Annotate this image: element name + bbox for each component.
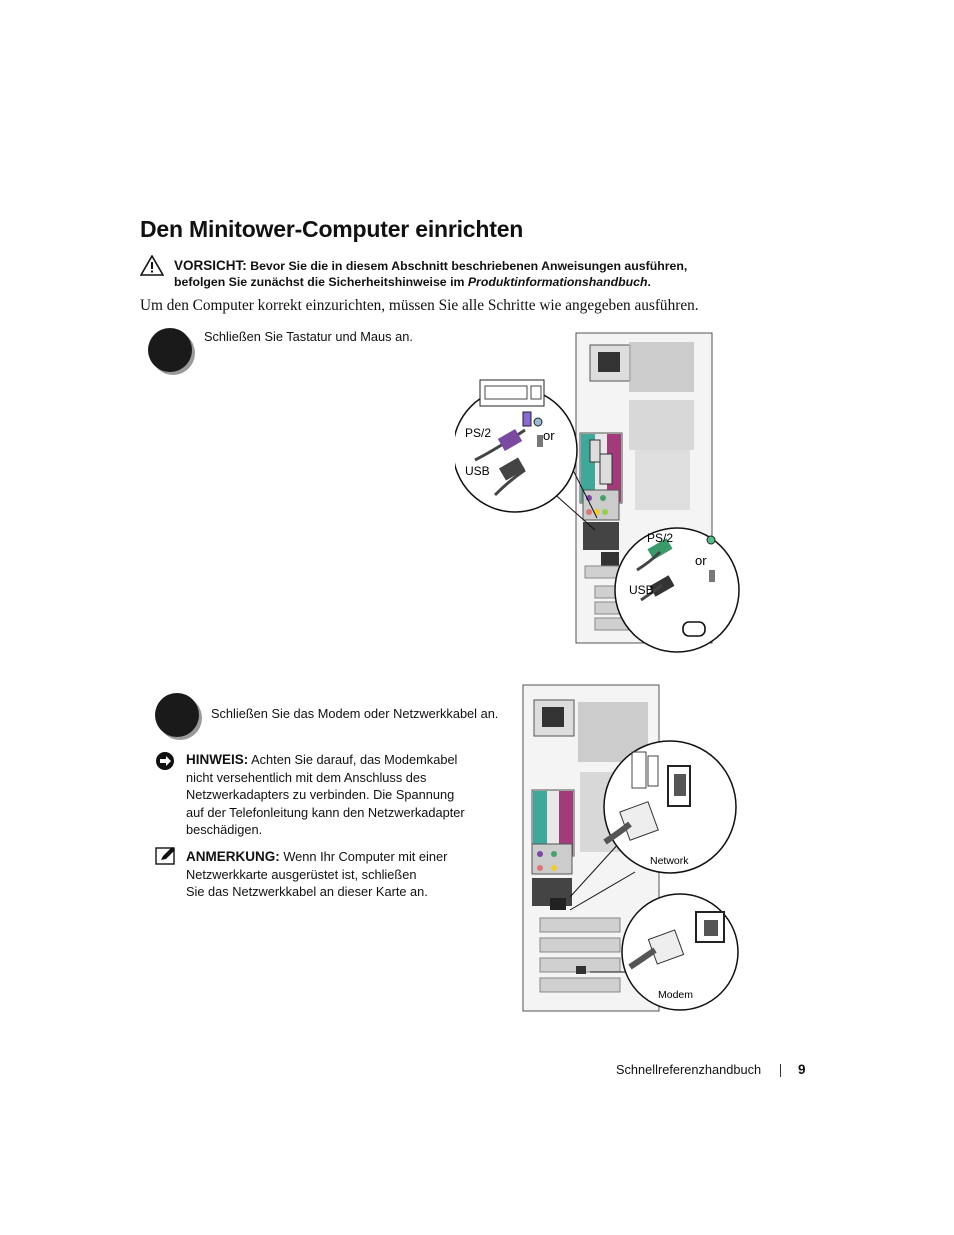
- notice-line2: nicht versehentlich mit dem Anschluss de…: [186, 769, 427, 785]
- ps2-label-mouse: PS/2: [647, 531, 673, 545]
- notice-line4: auf der Telefonleitung kann den Netzwerk…: [186, 804, 465, 820]
- modem-label: Modem: [658, 989, 693, 1001]
- step-2-marker: [155, 693, 199, 737]
- note-line2: Netzwerkkarte ausgerüstet ist, schließen: [186, 866, 417, 882]
- note-line1: Wenn Ihr Computer mit einer: [283, 849, 448, 864]
- intro-text: Um den Computer korrekt einzurichten, mü…: [140, 297, 699, 314]
- notice-block: HINWEIS: Achten Sie darauf, das Modemkab…: [186, 751, 465, 839]
- note-block: ANMERKUNG: Wenn Ihr Computer mit einer N…: [186, 848, 447, 901]
- footer-book-title: Schnellreferenzhandbuch: [616, 1062, 762, 1077]
- notice-line1: Achten Sie darauf, das Modemkabel: [251, 752, 458, 767]
- or-label-mouse: or: [695, 553, 707, 568]
- step-2-text: Schließen Sie das Modem oder Netzwerkkab…: [211, 706, 499, 721]
- caution-block: VORSICHT: Bevor Sie die in diesem Abschn…: [174, 258, 687, 290]
- footer-separator: [780, 1064, 781, 1077]
- caution-text-suffix: .: [647, 275, 651, 289]
- notice-icon: [156, 752, 174, 770]
- network-modem-figure: Network Modem: [522, 684, 739, 1012]
- page-title: Den Minitower-Computer einrichten: [140, 216, 524, 242]
- keyboard-mouse-figure: PS/2 or USB PS/2 or USB: [455, 332, 740, 653]
- note-pencil-icon: [155, 847, 175, 865]
- notice-line5: beschädigen.: [186, 822, 263, 837]
- page-number: 9: [798, 1062, 806, 1077]
- caution-manual-title: Produktinformationshandbuch: [467, 275, 648, 289]
- network-label: Network: [650, 855, 689, 867]
- caution-text-line2: befolgen Sie zunächst die Sicherheitshin…: [174, 275, 468, 289]
- or-label-keyboard: or: [543, 428, 555, 443]
- notice-label: HINWEIS:: [186, 752, 249, 767]
- step-1-marker: [148, 328, 192, 372]
- caution-text-line1: Bevor Sie die in diesem Abschnitt beschr…: [250, 259, 688, 273]
- usb-label-mouse: USB: [629, 583, 654, 597]
- notice-line3: Netzwerkadapters zu verbinden. Die Spann…: [186, 787, 455, 802]
- caution-label: VORSICHT:: [174, 258, 247, 273]
- usb-label-keyboard: USB: [465, 464, 490, 478]
- note-label: ANMERKUNG:: [186, 849, 280, 864]
- note-line3: Sie das Netzwerkkabel an dieser Karte an…: [186, 884, 428, 899]
- step-1-text: Schließen Sie Tastatur und Maus an.: [204, 329, 413, 344]
- caution-icon: [140, 255, 164, 276]
- ps2-label-keyboard: PS/2: [465, 426, 491, 440]
